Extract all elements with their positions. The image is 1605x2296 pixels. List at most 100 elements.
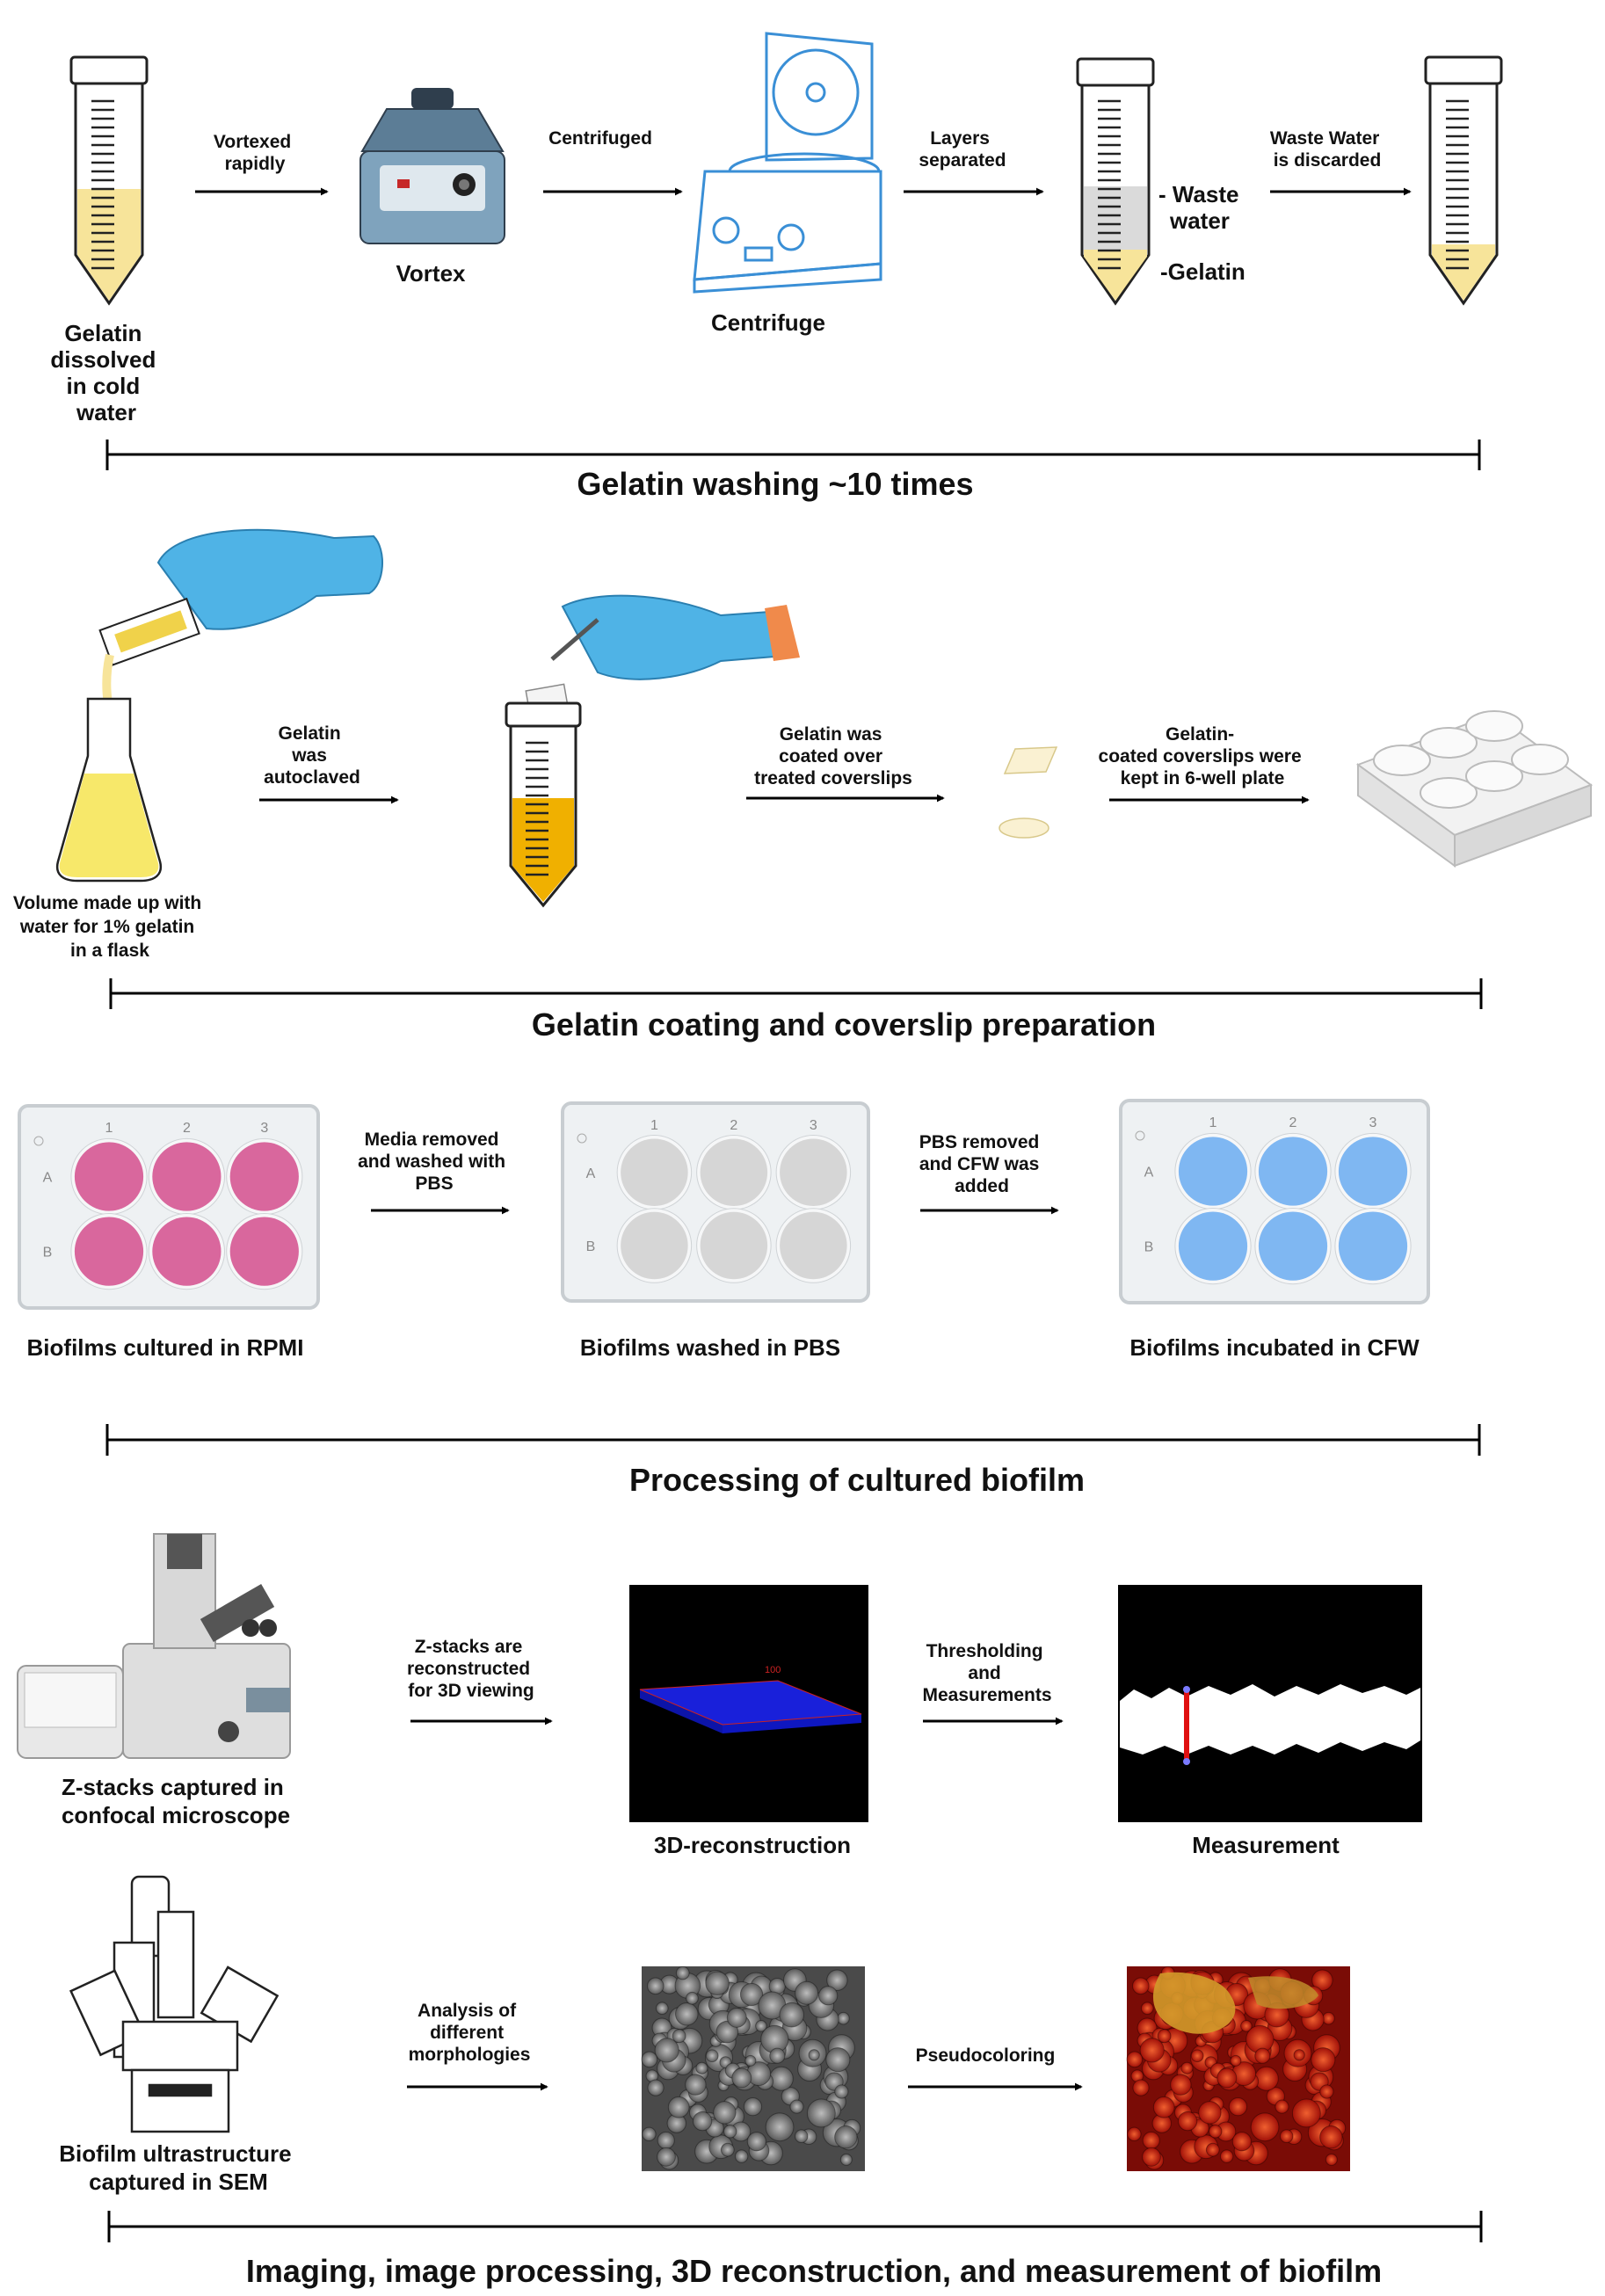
plate-column-label: 2 — [730, 1118, 737, 1133]
cell-blob — [734, 2149, 749, 2163]
cell-blob — [1126, 2051, 1144, 2068]
plate-column-label: 1 — [1209, 1115, 1217, 1130]
arrow1-label: Vortexed rapidly — [214, 132, 296, 174]
tube1-label: Gelatin dissolved in cold water — [50, 320, 162, 425]
cell-blob — [1157, 2029, 1172, 2044]
reconstruction-label: 3D-reconstruction — [654, 1832, 851, 1858]
six-well-plate-icon — [1355, 710, 1594, 868]
vortex-mixer-icon — [359, 88, 505, 244]
cell-blob — [1325, 2153, 1338, 2166]
well — [74, 1142, 144, 1211]
section-imaging: Z-stacks captured in confocal microscope… — [17, 1533, 1483, 2289]
well — [621, 1138, 688, 1206]
cell-blob — [695, 2061, 708, 2074]
cell-blob — [713, 2101, 737, 2125]
cell-blob — [834, 2084, 849, 2099]
cell-blob — [1275, 2099, 1289, 2114]
well — [152, 1217, 222, 1286]
plate-column-label: 3 — [1369, 1115, 1377, 1130]
cell-blob — [818, 1986, 839, 2006]
cell-blob — [667, 2096, 690, 2118]
test-tube-washed-gelatin-icon — [1424, 55, 1503, 306]
erlenmeyer-flask-icon — [55, 697, 163, 883]
cell-blob — [779, 2002, 805, 2028]
cell-blob — [1319, 2125, 1343, 2149]
media-removed-arrow-label: Media removed and washed with PBS — [358, 1130, 511, 1194]
measurement-label: Measurement — [1192, 1832, 1340, 1858]
cell-blob — [723, 2125, 737, 2139]
cell-blob — [642, 2126, 657, 2142]
cell-blob — [705, 1971, 730, 1995]
cell-blob — [1180, 2061, 1194, 2074]
plate-column-label: 2 — [183, 1121, 191, 1136]
cell-blob — [1142, 2147, 1161, 2167]
arrow2-label: Centrifuged — [548, 128, 652, 149]
sem-microscope-icon — [69, 1875, 280, 2133]
section2-bracket — [109, 978, 1483, 1009]
cell-blob — [1322, 2011, 1335, 2025]
plate-rpmi-label: Biofilms cultured in RPMI — [27, 1334, 304, 1361]
well — [74, 1217, 144, 1286]
six-well-arrow-label: Gelatin- coated coverslips were kept in … — [1099, 724, 1307, 788]
arrow4-label: Waste Water is discarded — [1270, 128, 1384, 171]
plate-row-label: A — [43, 1171, 53, 1186]
cell-blob — [654, 2038, 679, 2063]
cell-blob — [826, 1969, 848, 1991]
well — [780, 1138, 847, 1206]
cell-blob — [806, 2098, 836, 2128]
test-tube-gelatin-dissolved-icon — [69, 55, 149, 306]
cell-blob — [1293, 2049, 1305, 2061]
sem-grayscale-image — [641, 1965, 865, 2171]
test-tube-gelatin-coating-icon — [505, 701, 582, 908]
cell-blob — [672, 2029, 686, 2044]
plate-column-label: 1 — [650, 1118, 658, 1133]
cell-blob — [705, 2049, 719, 2063]
confocal-label: Z-stacks captured in confocal microscope — [62, 1774, 290, 1828]
cell-blob — [1132, 2079, 1150, 2096]
gloved-hand-pouring-icon — [98, 528, 383, 730]
gelatin-layer-label: -Gelatin — [1160, 258, 1246, 285]
cell-blob — [657, 2147, 676, 2167]
cell-blob — [685, 2074, 707, 2096]
cell-blob — [675, 1965, 690, 1980]
cell-blob — [834, 2125, 858, 2149]
sem-pseudocolored-image — [1126, 1965, 1350, 2171]
cell-blob — [808, 2049, 820, 2061]
plate-row-label: B — [43, 1246, 53, 1261]
cell-blob — [1279, 2129, 1294, 2143]
cell-blob — [839, 2153, 853, 2166]
plate-pbs-label: Biofilms washed in PBS — [580, 1334, 840, 1361]
waste-water-label: - Waste water — [1158, 181, 1246, 234]
cell-blob — [1205, 2142, 1220, 2157]
cell-blob — [655, 2002, 669, 2016]
plate-row-label: A — [586, 1166, 596, 1181]
cell-blob — [1250, 2112, 1280, 2142]
cell-blob — [715, 2020, 739, 2044]
cell-blob — [755, 2020, 767, 2032]
plate-column-label: 3 — [810, 1118, 817, 1133]
threshold-arrow-label: Thresholding and Measurements — [922, 1641, 1051, 1705]
plate-row-label: A — [1144, 1166, 1154, 1181]
cell-blob — [1177, 2111, 1198, 2132]
coverslip-arrow-label: Gelatin was coated over treated coversli… — [754, 724, 912, 788]
section-gelatin-coating: Volume made up with water for 1% gelatin… — [13, 528, 1594, 1043]
well — [1178, 1137, 1248, 1206]
plate-column-label: 3 — [260, 1121, 268, 1136]
confocal-microscope-icon — [17, 1533, 291, 1759]
well — [229, 1217, 299, 1286]
cell-blob — [1240, 2020, 1253, 2032]
cell-blob — [1190, 2049, 1204, 2063]
well — [780, 1211, 847, 1280]
cell-blob — [1228, 2096, 1248, 2117]
cell-blob — [1152, 2096, 1175, 2118]
well — [1178, 1211, 1248, 1281]
cell-blob — [769, 2047, 786, 2064]
sem-label: Biofilm ultrastructure captured in SEM — [59, 2140, 298, 2195]
cell-blob — [720, 2142, 735, 2157]
cell-blob — [692, 2111, 713, 2132]
cell-blob — [641, 2051, 658, 2068]
cell-blob — [646, 1977, 665, 1995]
